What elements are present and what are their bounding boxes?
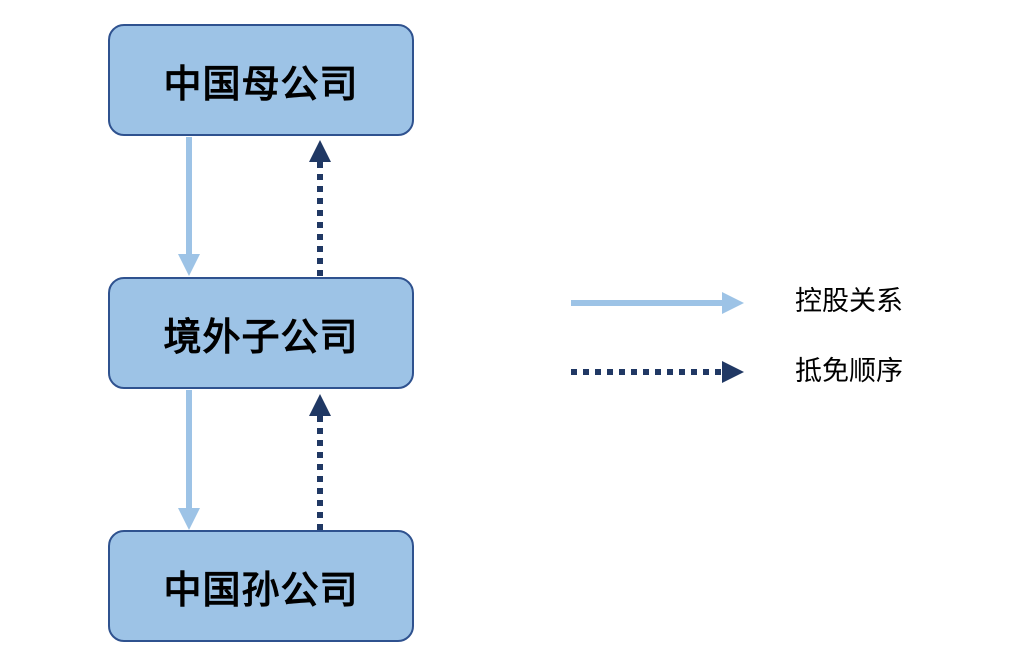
node-parent-company: 中国母公司 xyxy=(108,24,414,136)
legend-control-label: 控股关系 xyxy=(795,286,903,317)
credit-arrow-grandchild-to-subsidiary xyxy=(309,394,331,530)
credit-arrow-subsidiary-to-parent xyxy=(309,140,331,276)
node-grandchild-company: 中国孙公司 xyxy=(108,530,414,642)
control-arrow-subsidiary-to-grandchild xyxy=(178,390,200,530)
node-overseas-subsidiary: 境外子公司 xyxy=(108,277,414,389)
node-grandchild-company-label: 中国孙公司 xyxy=(163,567,359,612)
control-arrow-parent-to-subsidiary xyxy=(178,137,200,276)
node-parent-company-label: 中国母公司 xyxy=(163,61,359,106)
legend-credit-label: 抵免顺序 xyxy=(795,356,903,387)
legend-credit-arrow-icon xyxy=(571,361,744,383)
legend-control-arrow-icon xyxy=(571,292,744,314)
node-overseas-subsidiary-label: 境外子公司 xyxy=(163,314,359,359)
